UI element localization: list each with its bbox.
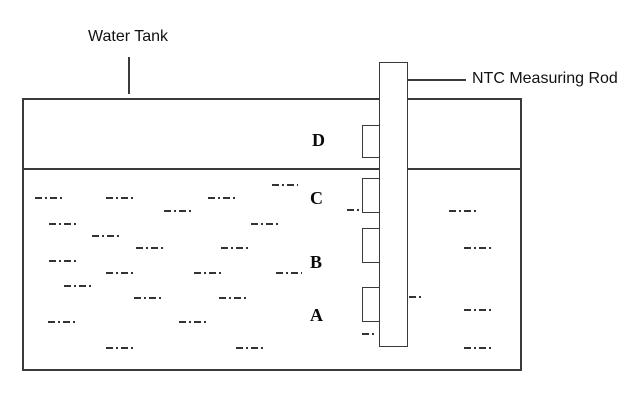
water-dash-mark [464,347,494,349]
water-dash-mark [92,235,122,237]
water-dash-mark [164,210,194,212]
water-dash-mark [179,321,209,323]
water-tank-leader-line [128,57,130,94]
water-dash-mark [49,260,79,262]
water-tank-label: Water Tank [88,28,169,45]
water-dash-mark [106,272,136,274]
water-surface-line [24,168,520,170]
water-dash-mark [35,197,65,199]
water-dash-mark [106,197,136,199]
sensor-label-A: A [310,305,323,325]
ntc-measuring-rod [379,62,408,347]
ntc-rod-label: NTC Measuring Rod [472,70,618,87]
sensor-label-B: B [310,252,323,272]
water-dash-mark [362,333,375,335]
water-dash-mark [464,309,494,311]
water-dash-mark [136,247,166,249]
water-dash-mark [221,247,251,249]
water-tank-outline [22,98,522,371]
water-dash-mark [134,297,164,299]
water-dash-mark [251,223,281,225]
water-dash-mark [194,272,224,274]
water-dash-mark [64,285,94,287]
water-dash-mark [464,247,494,249]
water-dash-mark [48,321,78,323]
water-dash-mark [449,210,479,212]
water-dash-mark [236,347,266,349]
sensor-label-C: C [310,188,323,208]
water-dash-mark [106,347,136,349]
sensor-label-D: D [312,130,325,150]
water-dash-mark [208,197,238,199]
water-dash-mark [409,296,423,298]
water-dash-mark [219,297,249,299]
water-dash-mark [347,209,360,211]
ntc-rod-leader-line [408,79,466,81]
water-dash-mark [49,223,79,225]
water-dash-mark [276,272,302,274]
water-dash-mark [272,184,298,186]
